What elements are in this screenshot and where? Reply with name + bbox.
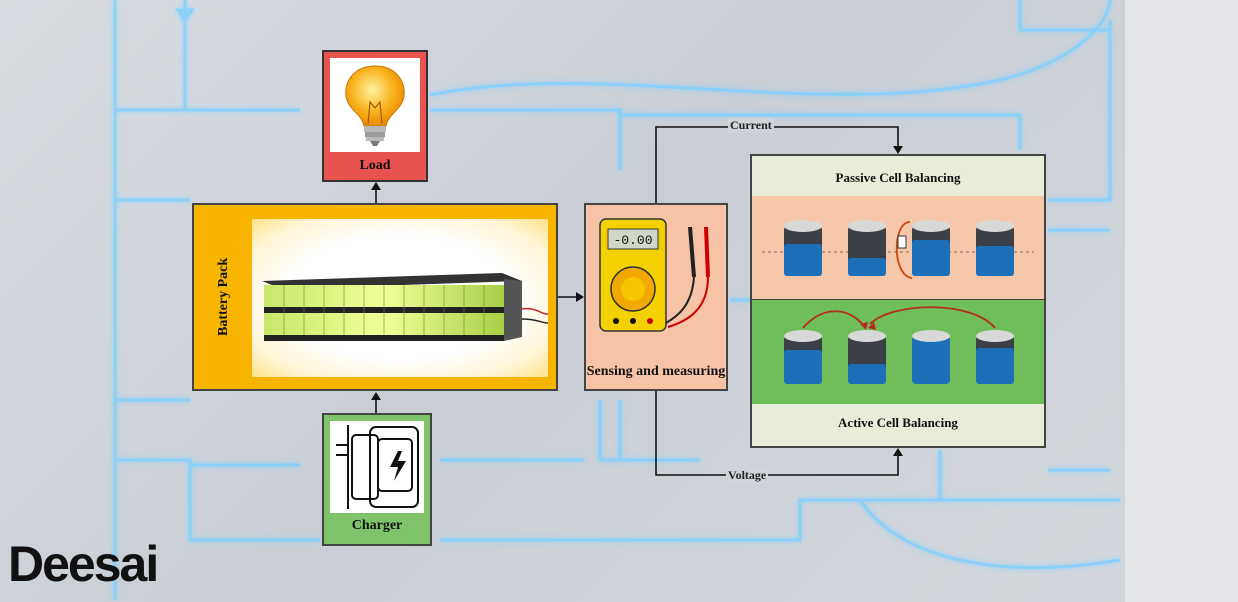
- load-image: [330, 58, 420, 152]
- active-balancing-area: [752, 300, 1044, 407]
- active-cells-icon: [784, 306, 1014, 384]
- battery-pack-image-area: [252, 219, 549, 377]
- passive-balancing-title: Passive Cell Balancing: [752, 156, 1044, 197]
- cell-4: [976, 330, 1014, 384]
- load-label: Load: [359, 158, 391, 173]
- load-block: Load: [322, 50, 428, 182]
- cell-3: [912, 330, 950, 384]
- charger-plug-icon: [336, 425, 419, 509]
- cell-2: [848, 330, 886, 384]
- passive-balancing-area: [752, 196, 1044, 300]
- current-flow-label: Current: [728, 118, 774, 133]
- charger-image: [330, 421, 424, 513]
- passive-cells-icon: [762, 220, 1034, 279]
- sensing-block: -0.00 Sensing and measuring: [584, 203, 728, 391]
- multimeter-icon: -0.00: [599, 218, 710, 332]
- cell-3: [912, 220, 950, 276]
- cell-balancing-block: Passive Cell Balancing: [750, 154, 1046, 448]
- glowing-traces: [113, 0, 1121, 600]
- active-balancing-title: Active Cell Balancing: [752, 404, 1044, 446]
- meter-reading: -0.00: [613, 233, 652, 248]
- charger-label: Charger: [351, 518, 403, 533]
- cell-4: [976, 220, 1014, 276]
- logo-text-dee: Dee: [8, 536, 96, 592]
- cell-1: [784, 330, 822, 384]
- arrow-heads: [371, 146, 903, 456]
- charger-block: Charger: [322, 413, 432, 546]
- light-bulb-icon: [345, 65, 405, 146]
- battery-cells-icon: [262, 273, 549, 341]
- sensing-label: Sensing and measuring: [586, 364, 726, 379]
- cell-2: [848, 220, 886, 276]
- transfer-arrows: [802, 306, 996, 329]
- board-edge: [1125, 0, 1238, 602]
- deesai-logo: Deesai: [8, 536, 160, 592]
- voltage-flow-label: Voltage: [726, 468, 769, 483]
- connector-lines: [375, 126, 899, 476]
- logo-text-sai: sai: [93, 536, 160, 592]
- cell-1: [784, 220, 822, 276]
- battery-pack-label: Battery Pack: [216, 257, 231, 337]
- battery-pack-block: Battery Pack: [192, 203, 558, 391]
